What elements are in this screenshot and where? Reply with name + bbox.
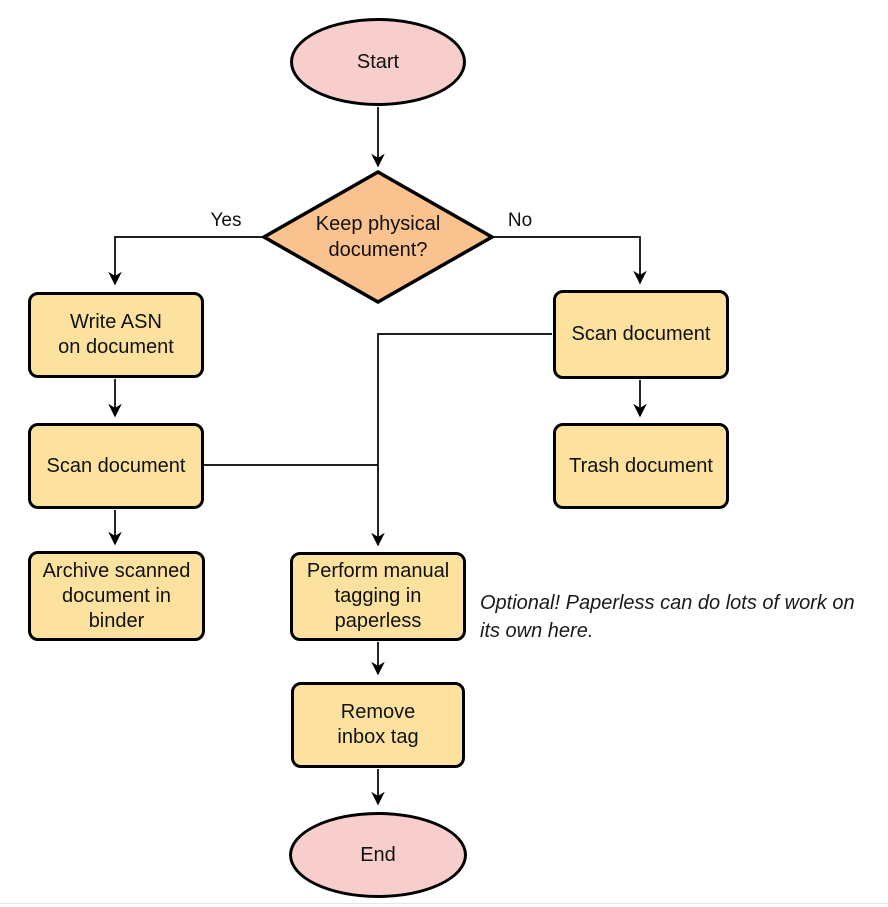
- start-label: Start: [356, 50, 400, 73]
- manual-tagging-node: Perform manual tagging in paperless: [290, 552, 466, 641]
- remove-inbox-tag-label: Remove inbox tag: [337, 701, 419, 748]
- archive-node: Archive scanned document in binder: [28, 551, 205, 641]
- edge-decision-yes-to-write-asn: [108, 236, 264, 286]
- remove-inbox-tag-node: Remove inbox tag: [291, 682, 465, 768]
- scan-document-right-label: Scan document: [571, 323, 711, 345]
- scan-document-right-node: Scan document: [553, 290, 729, 379]
- scan-document-left-node: Scan document: [28, 423, 204, 509]
- edge-label-yes: Yes: [210, 210, 242, 231]
- end-label: End: [360, 843, 396, 866]
- trash-document-label: Trash document: [569, 454, 713, 477]
- write-asn-label: Write ASN on document: [58, 311, 174, 358]
- decision-diamond-shape: [262, 170, 494, 304]
- start-node: Start: [290, 18, 466, 106]
- edge-label-no: No: [507, 210, 533, 231]
- archive-label: Archive scanned document in binder: [42, 559, 191, 632]
- end-node: End: [289, 812, 467, 898]
- bottom-rule: [0, 903, 888, 904]
- trash-document-node: Trash document: [553, 423, 729, 509]
- scan-document-left-label: Scan document: [46, 454, 186, 477]
- write-asn-node: Write ASN on document: [28, 292, 204, 378]
- edge-decision-no-to-scan-right: [492, 236, 647, 285]
- edge-scan-right-to-tagging: [371, 333, 552, 547]
- optional-note: Optional! Paperless can do lots of work …: [480, 592, 855, 642]
- decision-node-label: Keep physical document?: [315, 213, 441, 261]
- manual-tagging-label: Perform manual tagging in paperless: [306, 560, 450, 632]
